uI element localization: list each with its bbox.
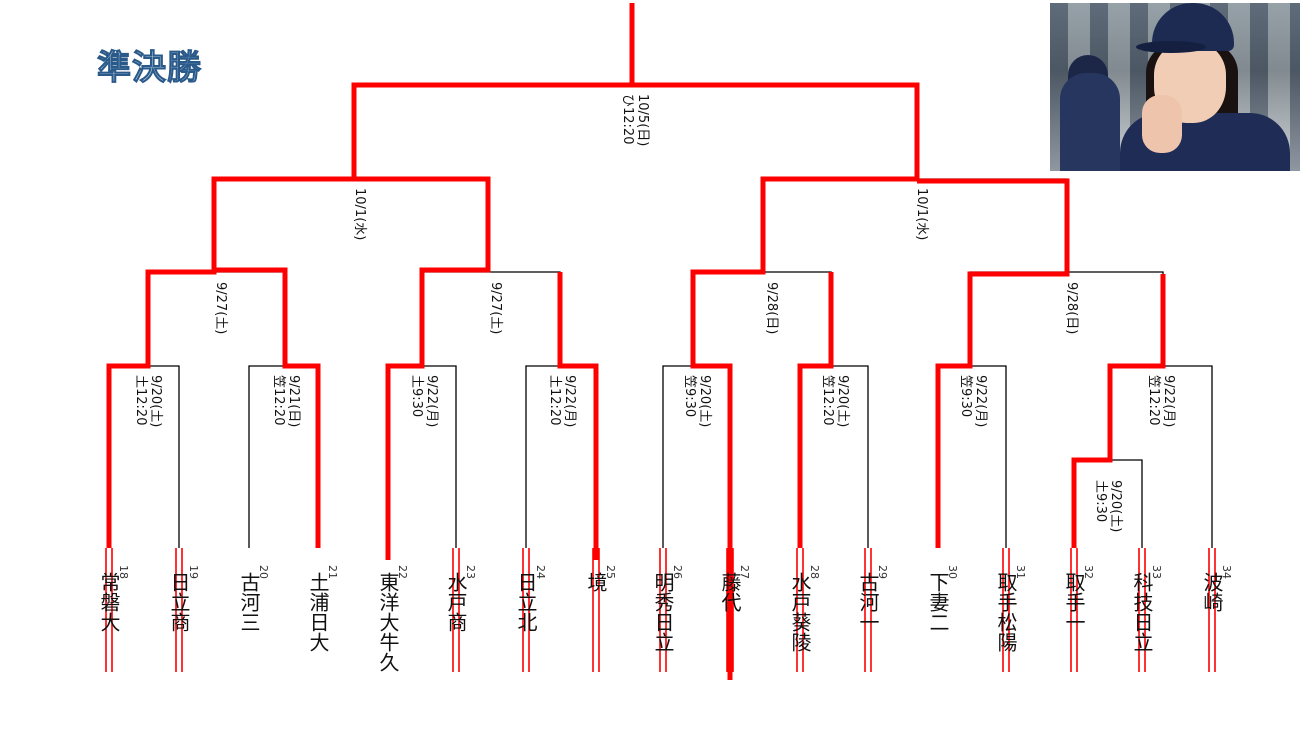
match-date-label: 9/27(土) bbox=[488, 282, 503, 334]
match-date-label: 9/22(月) bbox=[424, 375, 439, 427]
match-date-label: 9/20(土) bbox=[697, 375, 712, 427]
win-path-joban bbox=[106, 3, 635, 548]
win-path-shimotsuma bbox=[917, 178, 1070, 548]
team-number: 23 bbox=[464, 565, 477, 579]
win-path-toyo bbox=[354, 176, 491, 560]
team-name: 常磐大 bbox=[97, 572, 121, 632]
team-name: 古河三 bbox=[237, 572, 261, 632]
team-number: 25 bbox=[604, 565, 617, 579]
team-name: 藤代 bbox=[718, 572, 742, 612]
cheering-fan-photo bbox=[1050, 3, 1300, 171]
team-number: 28 bbox=[808, 565, 821, 579]
team-name: 水戸商 bbox=[444, 572, 468, 632]
match-date-label: 土9:30 bbox=[1093, 480, 1108, 522]
team-name: 取手一 bbox=[1062, 572, 1086, 632]
match-date-label: ひ12:20 bbox=[620, 94, 635, 144]
page-title: 準決勝 bbox=[97, 48, 202, 89]
match-date-label: 9/20(土) bbox=[148, 375, 163, 427]
win-path-tsuchiura bbox=[214, 267, 321, 548]
team-number: 18 bbox=[117, 565, 130, 579]
team-name: 水戸葵陵 bbox=[788, 572, 812, 652]
bracket-line-sf-1 bbox=[213, 178, 489, 272]
match-date-label: 9/28(日) bbox=[1064, 282, 1079, 334]
team-name: 日立商 bbox=[167, 572, 191, 632]
match-date-label: 笠9:30 bbox=[682, 375, 697, 417]
win-path-mito-kiryo bbox=[797, 272, 834, 548]
match-date-label: 10/1(水) bbox=[914, 188, 929, 240]
bracket-line-qf-3 bbox=[692, 271, 832, 366]
team-name: 土浦日大 bbox=[306, 572, 330, 652]
team-name: 明秀日立 bbox=[651, 572, 675, 652]
team-number: 30 bbox=[946, 565, 959, 579]
match-date-label: 笠12:20 bbox=[820, 375, 835, 425]
team-name: 波崎 bbox=[1200, 572, 1224, 612]
team-number: 27 bbox=[738, 565, 751, 579]
team-name: 東洋大牛久 bbox=[376, 572, 400, 672]
team-number: 24 bbox=[534, 565, 547, 579]
match-date-label: 9/22(月) bbox=[562, 375, 577, 427]
team-number: 21 bbox=[326, 565, 339, 579]
match-date-label: 笠12:20 bbox=[271, 375, 286, 425]
team-number: 31 bbox=[1014, 565, 1027, 579]
match-date-label: 9/20(土) bbox=[835, 375, 850, 427]
match-date-label: 土12:20 bbox=[547, 375, 562, 425]
match-date-label: 9/20(土) bbox=[1108, 480, 1123, 532]
match-date-label: 10/5(日) bbox=[635, 94, 650, 146]
win-path-sakai bbox=[557, 272, 599, 560]
team-number: 20 bbox=[257, 565, 270, 579]
match-date-label: 笠12:20 bbox=[1146, 375, 1161, 425]
team-name: 境 bbox=[584, 572, 608, 592]
match-date-label: 10/1(水) bbox=[352, 188, 367, 240]
match-date-label: 笠9:30 bbox=[958, 375, 973, 417]
match-date-label: 土12:20 bbox=[133, 375, 148, 425]
win-path-toride bbox=[1071, 274, 1166, 548]
team-number: 26 bbox=[671, 565, 684, 579]
match-date-label: 9/21(日) bbox=[286, 375, 301, 427]
team-name: 古河一 bbox=[856, 572, 880, 632]
team-number: 32 bbox=[1082, 565, 1095, 579]
match-date-label: 9/22(月) bbox=[973, 375, 988, 427]
team-number: 29 bbox=[876, 565, 889, 579]
match-date-label: 9/27(土) bbox=[213, 282, 228, 334]
match-date-label: 9/22(月) bbox=[1161, 375, 1176, 427]
team-name: 科技日立 bbox=[1130, 572, 1154, 652]
match-date-label: 9/28(日) bbox=[764, 282, 779, 334]
team-number: 33 bbox=[1150, 565, 1163, 579]
team-name: 取手松陽 bbox=[994, 572, 1018, 652]
team-number: 19 bbox=[187, 565, 200, 579]
match-date-label: 土9:30 bbox=[409, 375, 424, 417]
team-number: 22 bbox=[396, 565, 409, 579]
team-number: 34 bbox=[1220, 565, 1233, 579]
team-name: 下妻二 bbox=[926, 572, 950, 632]
team-name: 日立北 bbox=[514, 572, 538, 632]
win-path-fujishiro bbox=[632, 82, 920, 680]
